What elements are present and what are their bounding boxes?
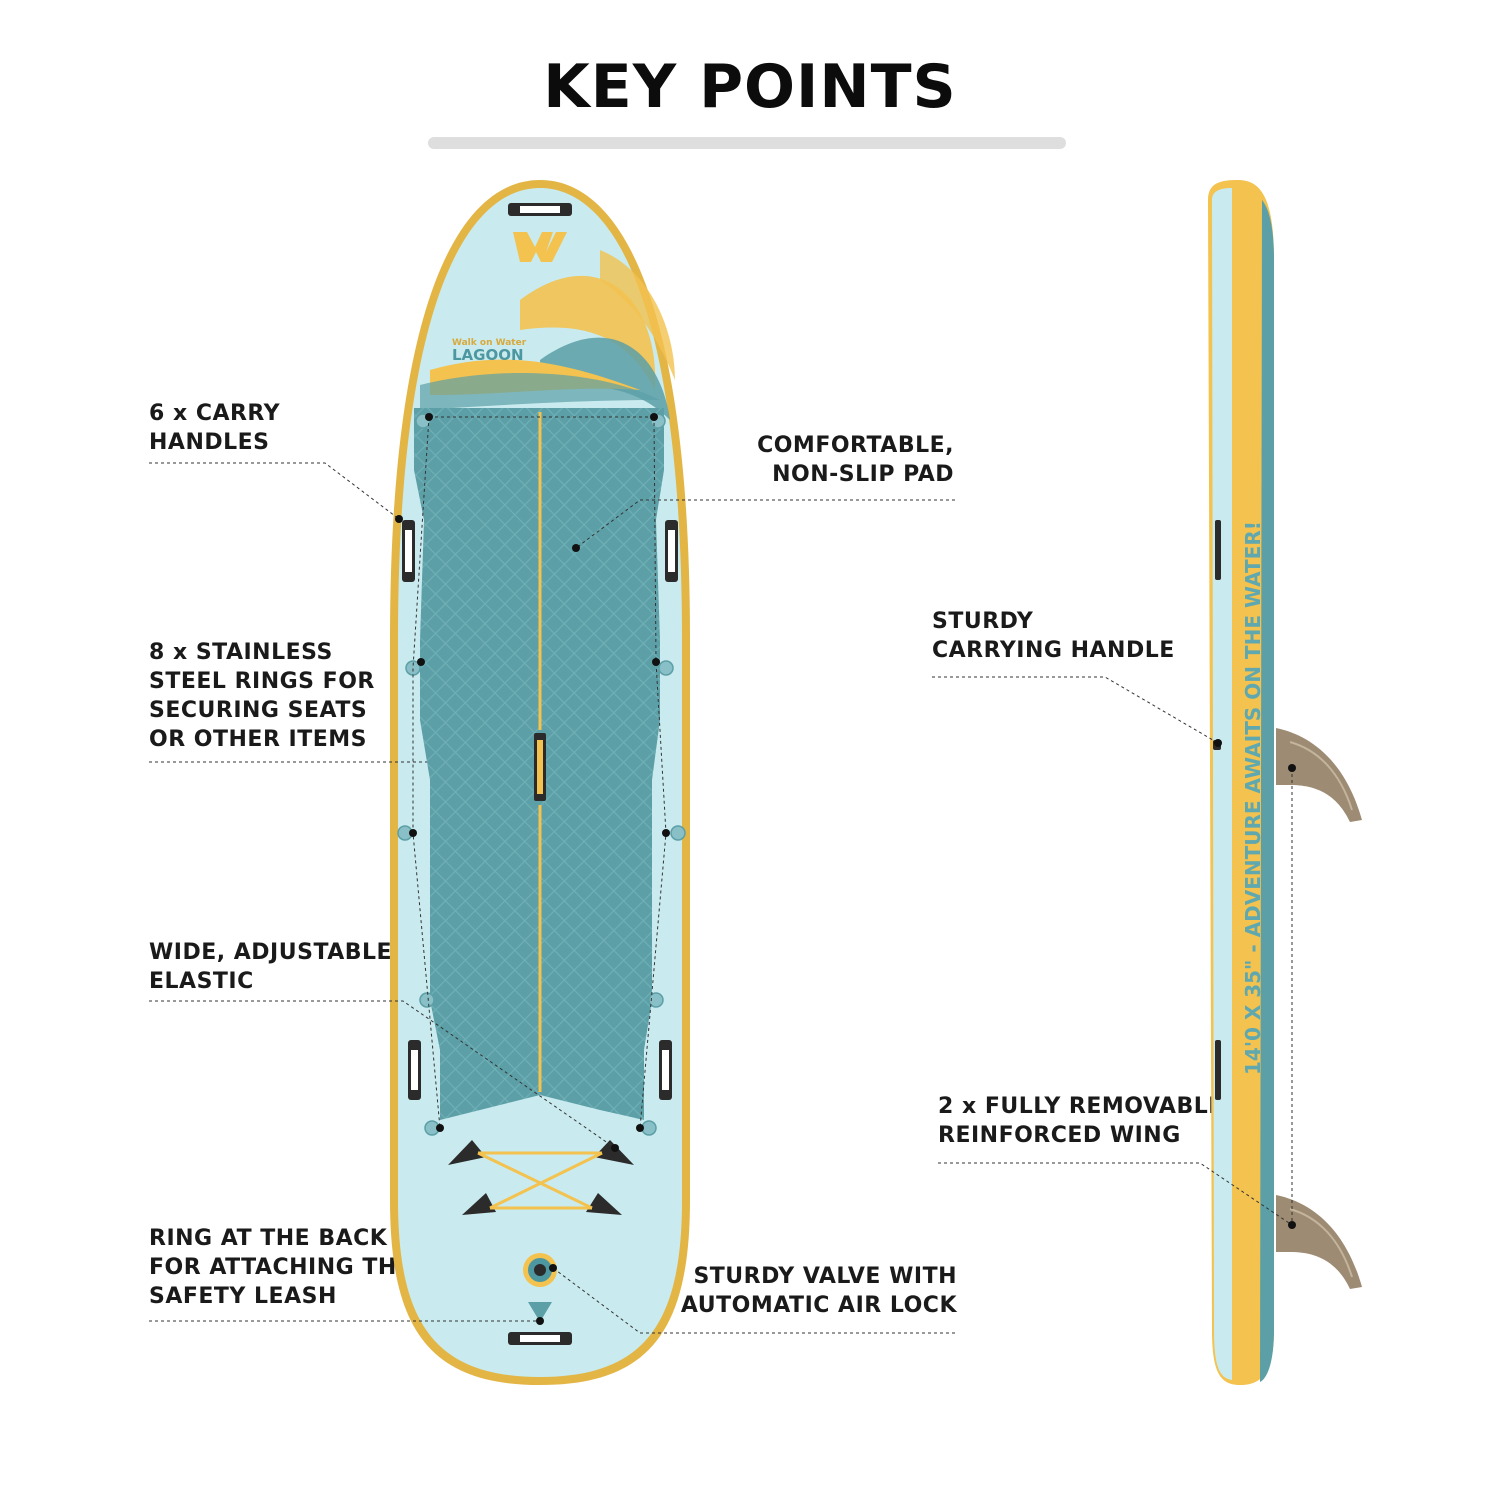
air-valve-icon — [523, 1253, 557, 1287]
page-title: KEY POINTS — [543, 52, 957, 122]
nose-graphics — [420, 250, 675, 420]
callout-non-slip-pad: COMFORTABLE,NON-SLIP PAD — [757, 433, 954, 487]
rear-fin-icon — [1276, 1195, 1362, 1289]
bungee-elastic — [448, 1140, 634, 1215]
side-tagline: 14'0 X 35" - ADVENTURE AWAITS ON THE WAT… — [1241, 521, 1265, 1075]
brand-w-logo-icon — [513, 232, 567, 262]
board-side-view: 14'0 X 35" - ADVENTURE AWAITS ON THE WAT… — [1208, 180, 1362, 1385]
leash-ring-icon — [528, 1302, 552, 1322]
title-underline — [428, 137, 1066, 149]
side-handles — [402, 520, 678, 1100]
front-fin-icon — [1276, 728, 1362, 822]
leader-lines — [149, 416, 1293, 1334]
model-name: LAGOON — [452, 346, 524, 364]
board-top-view: Walk on Water LAGOON — [390, 180, 690, 1385]
d-rings — [397, 413, 686, 1136]
brand-small-logo: Walk on Water — [452, 338, 527, 348]
leader-dots — [395, 413, 1296, 1325]
